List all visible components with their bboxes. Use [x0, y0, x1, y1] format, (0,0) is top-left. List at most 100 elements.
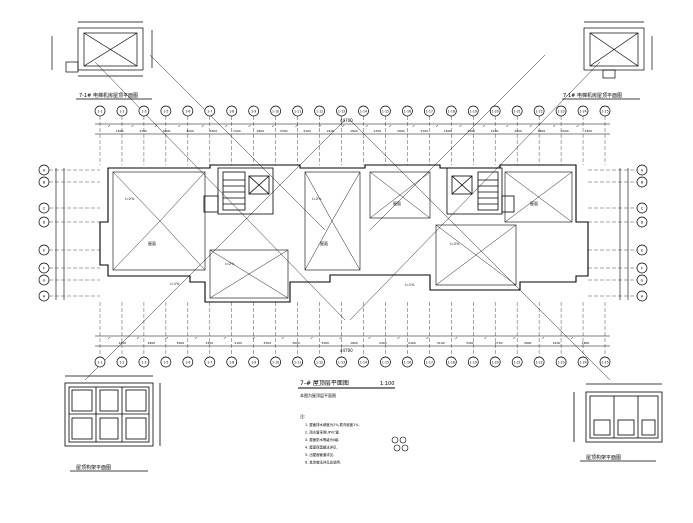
top-axis-label: 1-14 — [360, 110, 367, 114]
dimension-tick — [482, 124, 486, 128]
note-line: 2. 雨水管采用UPVC管. — [305, 430, 340, 435]
dimension-tick — [310, 336, 313, 340]
right-axis-label: B — [641, 181, 644, 185]
dimension-tick — [576, 124, 579, 128]
bottom-axis-label: 1-7 — [207, 361, 212, 365]
dimension-value: 2700 — [139, 129, 147, 133]
main-title: 7-# 屋顶层平面图 — [300, 380, 349, 387]
dimension-value: 1800 — [350, 341, 358, 345]
dimension-tick — [570, 336, 574, 340]
notes-list: 1. 屋面排水坡度为2%,檐沟坡度1%.2. 雨水管采用UPVC管.3. 屋面防… — [305, 422, 360, 465]
diagonal-construction-lines — [84, 54, 611, 381]
dimension-tick — [459, 124, 462, 128]
dimension-tick — [252, 336, 255, 340]
detail-top-left-label: 7-1# 电梯机房屋顶平面图 — [79, 92, 138, 99]
dimension-value: 2400 — [379, 341, 387, 345]
main-subtitle: 本图为屋顶层平面图 — [300, 392, 336, 398]
detail-top-right — [583, 21, 653, 79]
total-dimension-top: 44700 — [340, 118, 353, 123]
bottom-axis-label: 1-23 — [557, 361, 564, 365]
top-axis-label: 1-24 — [579, 110, 586, 114]
detail-top-left — [51, 21, 153, 77]
left-axis-label: F — [43, 267, 45, 271]
detail-bottom-left-label: 屋顶构架平面图 — [76, 464, 111, 471]
top-axis-label: 1-19 — [470, 110, 477, 114]
slope-label-3: i=2% — [450, 242, 460, 246]
dimension-tick — [136, 336, 140, 340]
dimension-value: 3300 — [210, 129, 218, 133]
top-axis-label: 1-9 — [251, 110, 256, 114]
dimension-value: 1500 — [561, 129, 569, 133]
dimension-tick — [397, 336, 400, 340]
slope-label-5: i=1% — [170, 282, 180, 286]
dimension-tick — [271, 124, 275, 128]
dimension-value: 3300 — [205, 341, 213, 345]
dimension-tick — [426, 336, 429, 340]
dimension-tick — [165, 336, 169, 340]
room-label-3: 屋面 — [393, 200, 401, 206]
right-axis-label: G — [641, 279, 644, 283]
top-axis-label: 1-6 — [185, 110, 190, 114]
dimension-tick — [154, 124, 158, 128]
parapet-lines — [112, 171, 573, 299]
dimension-tick — [506, 124, 509, 128]
detail-bottom-right-label: 屋顶构架平面图 — [586, 454, 621, 461]
slope-label-2: i=2% — [312, 197, 322, 201]
dimension-tick — [248, 124, 251, 128]
dimension-tick — [131, 124, 134, 128]
stair-core-left — [203, 167, 274, 215]
left-axis-label: H — [43, 295, 46, 299]
dimension-value: 1500 — [233, 129, 241, 133]
dimension-value: 2400 — [408, 341, 416, 345]
top-axis-label: 1-18 — [448, 110, 455, 114]
note-line: 5. 出屋面管道详见. — [305, 452, 334, 457]
dimension-value: 2400 — [148, 341, 156, 345]
room-label-2: 屋面 — [320, 240, 328, 246]
right-axis-label: A — [641, 169, 644, 173]
top-axis-label: 1-20 — [492, 110, 499, 114]
dimension-value: 1800 — [582, 341, 590, 345]
note-line: 4. 屋面保温做法详见. — [305, 445, 338, 450]
dimension-value: 2400 — [553, 341, 561, 345]
top-axis-label: 1-12 — [316, 110, 323, 114]
dimension-value: 3300 — [263, 341, 271, 345]
total-dimension-bottom: 44700 — [340, 348, 353, 353]
top-axis-label: 1-15 — [382, 110, 389, 114]
dimension-value: 2100 — [303, 129, 311, 133]
dimension-value: 1800 — [116, 129, 124, 133]
dimension-value: 3000 — [163, 129, 171, 133]
bottom-axis-label: 1-24 — [579, 361, 586, 365]
right-axis-label: F — [641, 267, 643, 271]
bottom-axis-label: 1-17 — [426, 361, 433, 365]
detail-bottom-right — [573, 383, 663, 443]
dimension-tick — [339, 336, 342, 340]
roof-slope-lines — [112, 171, 573, 299]
dimension-tick — [194, 336, 198, 340]
top-axis-label: 1-2 — [119, 110, 124, 114]
slope-label-1: i=2% — [125, 197, 135, 201]
left-axis-label: E — [43, 249, 45, 253]
bottom-axis-label: 1-20 — [492, 361, 499, 365]
top-axis-label: 1-21 — [514, 110, 521, 114]
bottom-axis-label: 1-12 — [316, 361, 323, 365]
bottom-axis-label: 1-21 — [514, 361, 521, 365]
dimension-value: 2700 — [374, 129, 382, 133]
left-axis-label: C — [43, 207, 46, 211]
dimension-tick — [512, 336, 516, 340]
dimension-tick — [224, 124, 228, 128]
dimension-tick — [541, 336, 545, 340]
note-line: 1. 屋面排水坡度为2%,檐沟坡度1%. — [305, 422, 360, 427]
dimension-tick — [552, 124, 556, 128]
dimension-tick — [342, 124, 345, 128]
top-axis-label: 1-23 — [557, 110, 564, 114]
bottom-axis-label: 1-25 — [601, 361, 608, 365]
room-label-1: 屋面 — [148, 240, 156, 246]
main-scale: 1:100 — [380, 381, 394, 387]
dimension-value: 3300 — [321, 341, 329, 345]
dimension-tick — [281, 336, 284, 340]
